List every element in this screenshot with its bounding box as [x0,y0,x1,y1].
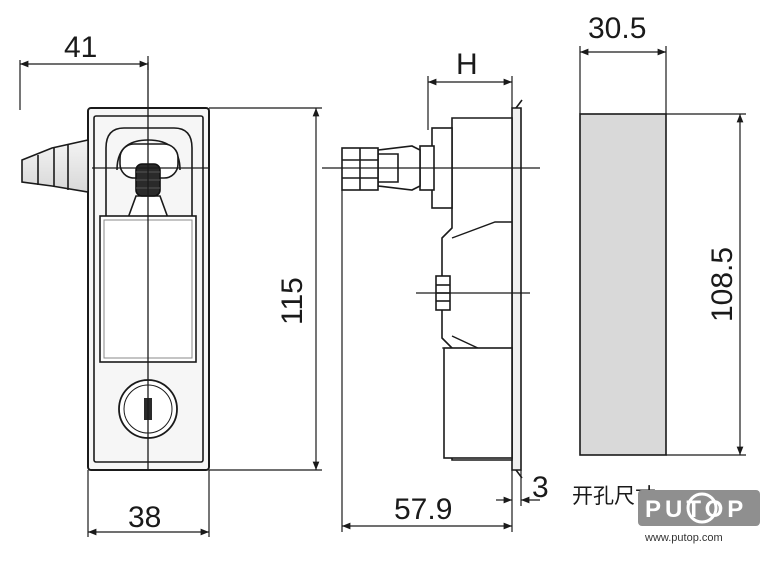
front-view [21,62,210,471]
watermark-logo: PUTOP [638,490,760,526]
cutout-view [579,46,746,456]
dim-41-label: 41 [64,31,97,64]
dim-38 [87,470,210,537]
dim-108-5-label: 108.5 [706,247,739,322]
side-view [322,99,540,479]
dim-57-9-label: 57.9 [394,493,452,526]
dim-115-label: 115 [276,277,309,325]
dim-38-label: 38 [128,501,161,534]
dim-h-label: H [456,48,478,81]
dim-57-9 [341,190,513,532]
dim-30-5-label: 30.5 [588,12,646,45]
dim-h [427,76,513,130]
side-handle [21,139,89,193]
dim-41 [19,56,149,110]
watermark-url: www.putop.com [644,532,723,544]
watermark-logo-text: PUTOP [645,496,747,523]
side-plate [511,107,522,471]
dim-3 [496,470,540,506]
cutout-rect [579,113,667,456]
dim-115 [209,107,322,471]
dim-3-label: 3 [532,471,549,504]
